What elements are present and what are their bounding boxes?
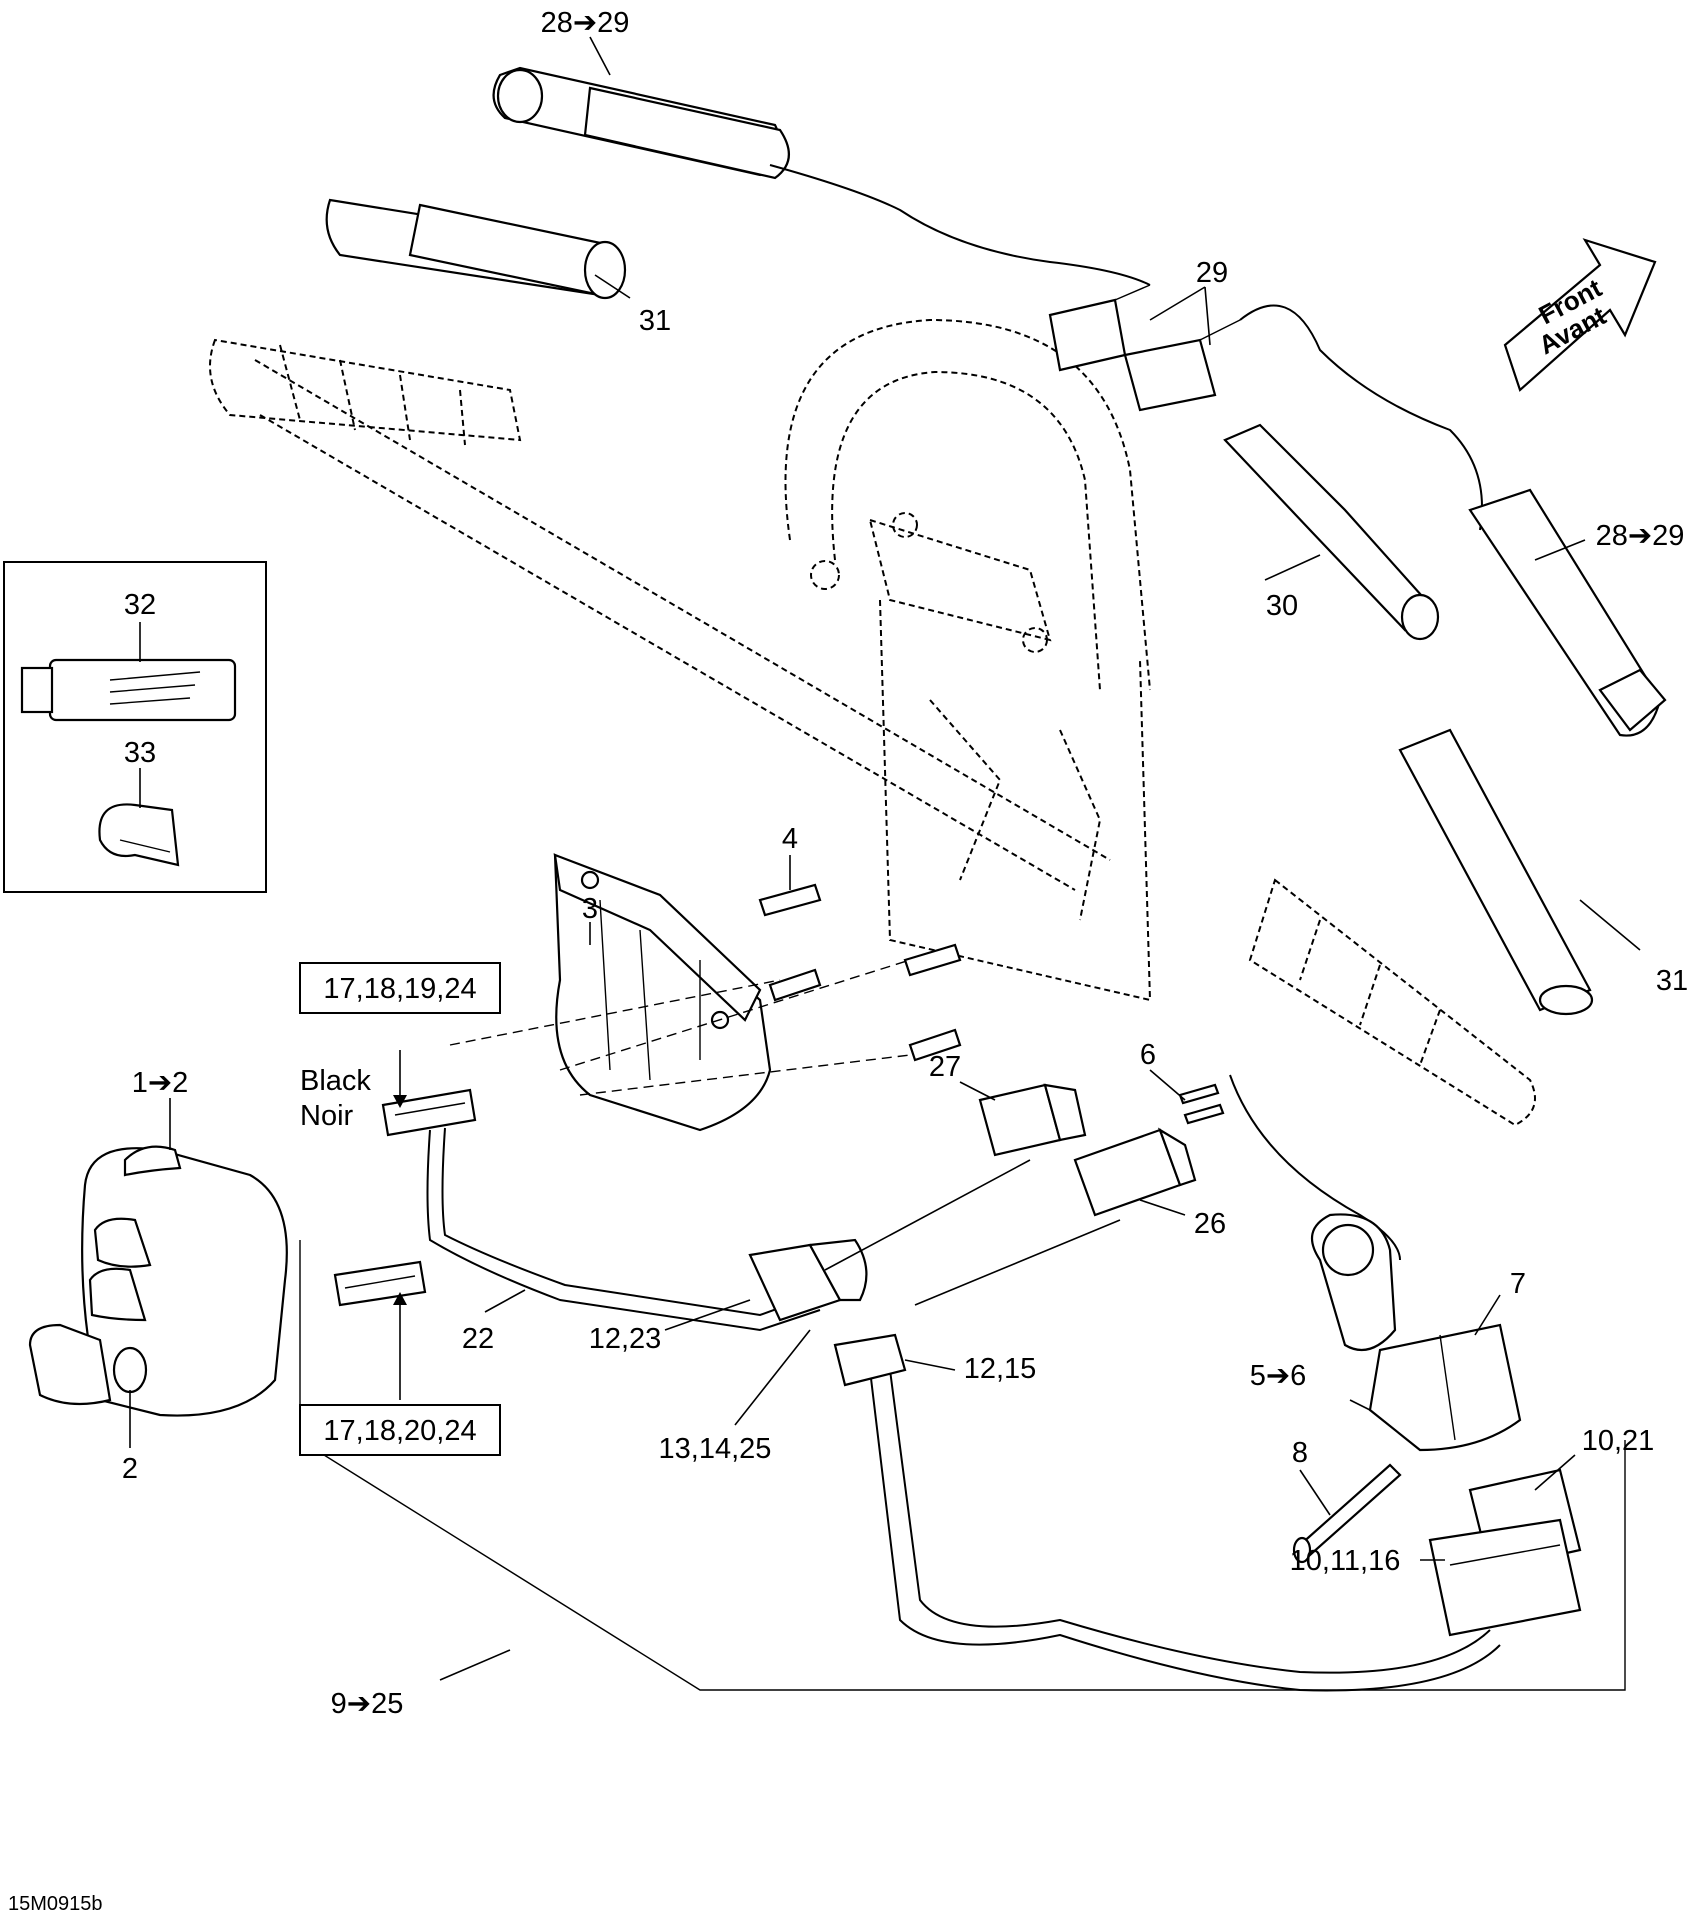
callout-6: 6: [1140, 1039, 1156, 1071]
callout-27: 27: [929, 1051, 961, 1083]
screws-4: [449, 883, 962, 1096]
callout-labels: 28➔29 31 29 28➔29 30 31 4 3 6 27 26 1➔2 …: [122, 7, 1688, 1720]
svg-text:17,18,20,24: 17,18,20,24: [323, 1415, 476, 1447]
connector-27: [978, 1083, 1087, 1157]
callout-29: 29: [1196, 257, 1228, 289]
item-7: [1368, 1323, 1522, 1452]
callout-28-29-right: 28➔29: [1596, 520, 1685, 552]
boxed-label-top: 17,18,19,24: [299, 962, 501, 1014]
switch-5-6: [1310, 1213, 1397, 1352]
connector-lower: [333, 1260, 427, 1307]
wire-harness: [426, 1074, 1501, 1692]
boxed-label-bottom: 17,18,20,24: [299, 1404, 501, 1456]
cable-clamp: [98, 803, 180, 867]
callout-13-14-25: 13,14,25: [659, 1433, 772, 1465]
inset-box: 32 33: [3, 561, 267, 893]
callout-5-6: 5➔6: [1250, 1360, 1307, 1392]
callout-30: 30: [1266, 590, 1298, 622]
callout-7: 7: [1510, 1268, 1526, 1300]
front-direction-arrow: Front Avant: [1503, 238, 1657, 392]
callout-32: 32: [124, 589, 156, 621]
callout-28-29-top: 28➔29: [541, 7, 630, 39]
callout-10-11-16: 10,11,16: [1290, 1545, 1401, 1577]
connector-black: [381, 1088, 477, 1137]
grip-31-lower: [1398, 728, 1594, 1016]
callout-1-2: 1➔2: [132, 1067, 189, 1099]
callout-26: 26: [1194, 1208, 1226, 1240]
callout-12-23: 12,23: [589, 1323, 662, 1355]
connector-12-15: [833, 1333, 907, 1387]
callout-9-25: 9➔25: [331, 1688, 404, 1720]
pin-8: [1292, 1463, 1402, 1564]
callout-3: 3: [582, 893, 598, 925]
connectors-29: [1048, 284, 1241, 412]
connector-color-en: Black: [300, 1065, 371, 1097]
pins-6: [1178, 1083, 1225, 1125]
callout-31-top: 31: [639, 305, 671, 337]
callout-10-21: 10,21: [1582, 1425, 1655, 1457]
connector-12-23: [748, 1238, 868, 1322]
module-10-11-16: [1428, 1518, 1582, 1637]
heated-grip-right: [1468, 488, 1667, 737]
callout-2: 2: [122, 1453, 138, 1485]
svg-text:17,18,19,24: 17,18,19,24: [323, 973, 476, 1005]
callout-4: 4: [782, 823, 798, 855]
heated-grip-left: [492, 66, 1151, 286]
callout-12-15: 12,15: [964, 1353, 1037, 1385]
connector-26: [1073, 1127, 1197, 1217]
sealant-tube: [20, 658, 237, 722]
switch-housing-3: [553, 853, 772, 1132]
callout-33: 33: [124, 737, 156, 769]
callout-31-right: 31: [1656, 965, 1688, 997]
callout-8: 8: [1292, 1437, 1308, 1469]
switch-block: [28, 1145, 288, 1417]
leader-lines: [129, 36, 1641, 1681]
grip-31-upper: [325, 198, 627, 300]
diagram-code: 15M0915b: [8, 1893, 103, 1915]
grip-30: [1223, 423, 1440, 641]
handlebar-assembly: [209, 318, 1536, 1127]
callout-22: 22: [462, 1323, 494, 1355]
connector-color-fr: Noir: [300, 1100, 354, 1132]
